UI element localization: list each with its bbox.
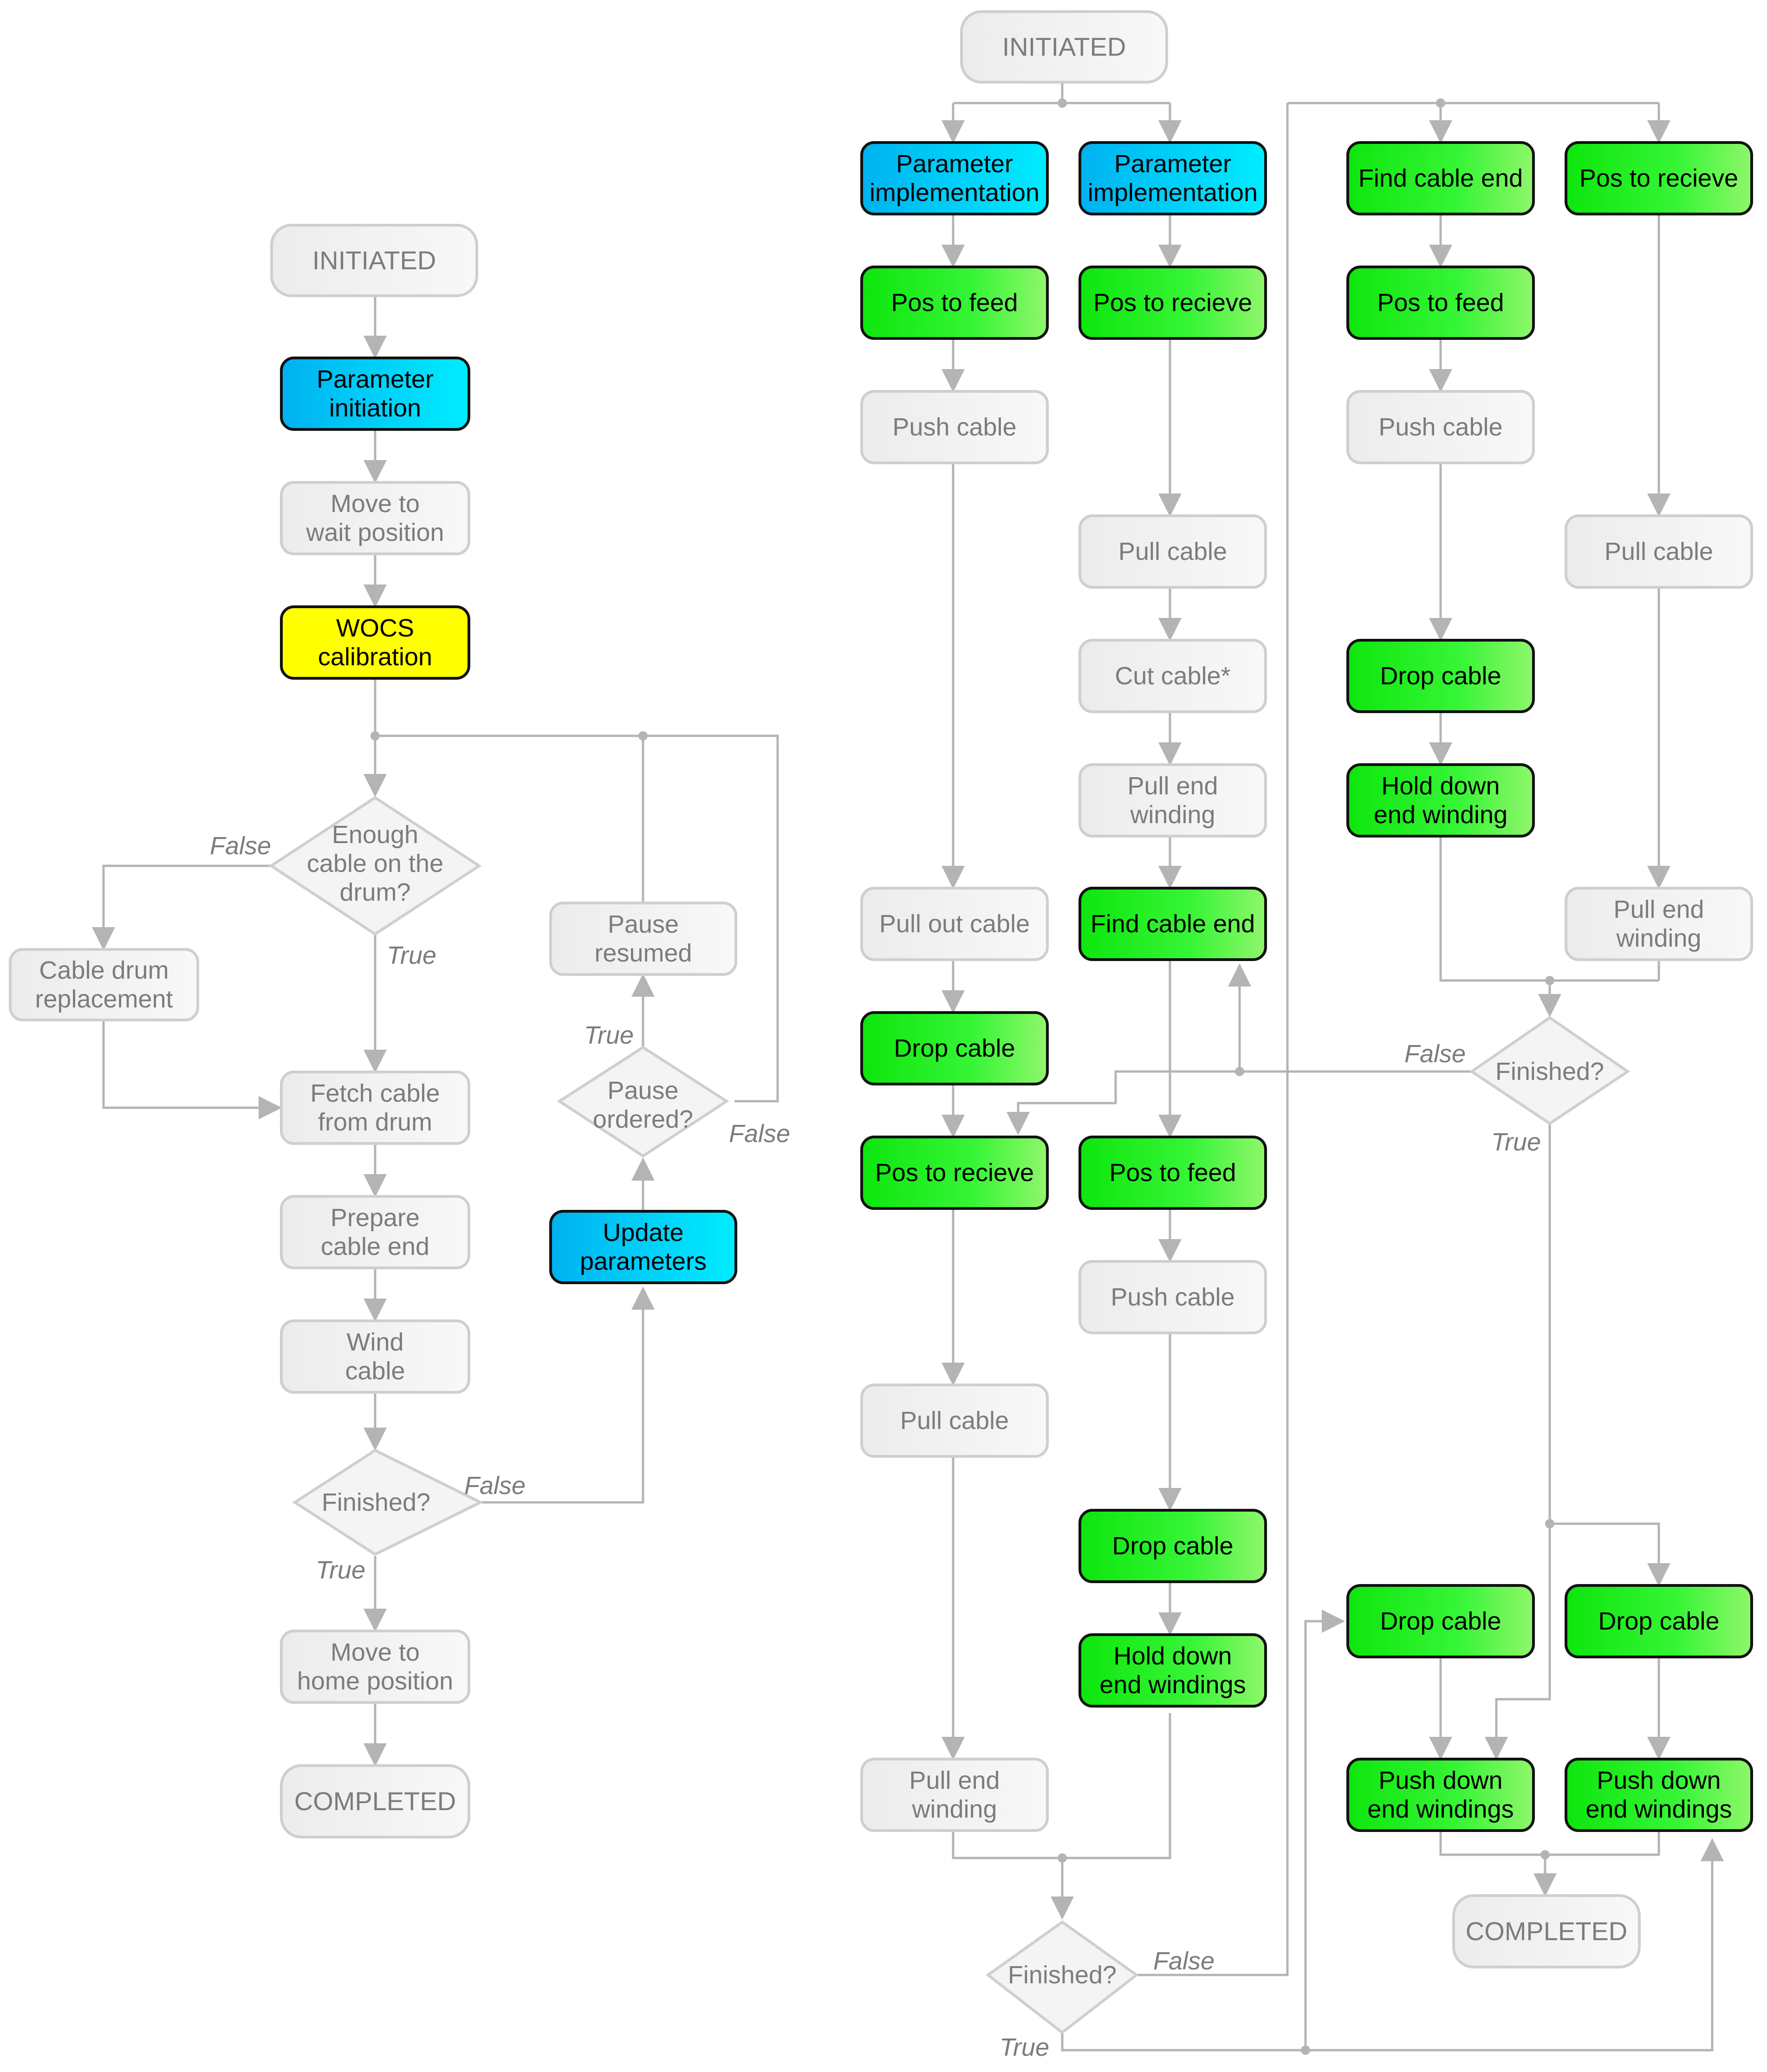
- col2-pos-to-recieve-node: Pos to recieve: [1078, 266, 1267, 340]
- col2-pos-to-feed-node: Pos to feed: [1078, 1136, 1267, 1210]
- decision-bottom-finished-text: Finished?: [1007, 1961, 1117, 1989]
- parameter-implementation-node-1: Parameter implementation: [860, 141, 1049, 215]
- decision-mid-finished-text: Finished?: [1495, 1058, 1605, 1085]
- label-true-mid-finished: True: [1491, 1128, 1541, 1156]
- move-to-home-position-node: Move to home position: [280, 1630, 470, 1704]
- label-false-mid-finished: False: [1404, 1040, 1466, 1068]
- col2-hold-down-end-windings-node: Hold down end windings: [1078, 1633, 1267, 1708]
- col3-find-cable-end-node: Find cable end: [1346, 141, 1535, 215]
- update-parameters-node: Update parameters: [549, 1210, 737, 1284]
- col3-pos-to-feed-node: Pos to feed: [1346, 266, 1535, 340]
- col3-push-cable-node: Push cable: [1346, 390, 1535, 464]
- right-completed-node: COMPLETED: [1452, 1894, 1641, 1968]
- label-true-bottom-finished: True: [1000, 2033, 1050, 2061]
- col2-find-cable-end-node: Find cable end: [1078, 887, 1267, 961]
- col2-cut-cable-node: Cut cable*: [1078, 639, 1267, 713]
- decision-bottom-finished-shape: [985, 1920, 1139, 2034]
- left-initiated-node: INITIATED: [270, 224, 478, 297]
- wind-cable-node: Wind cable: [280, 1319, 470, 1394]
- col2-pull-cable-node: Pull cable: [1078, 514, 1267, 589]
- fetch-cable-node: Fetch cable from drum: [280, 1071, 470, 1145]
- decision-pause-ordered-shape: [557, 1046, 729, 1158]
- col4-pull-end-winding-node: Pull end winding: [1565, 887, 1753, 961]
- cable-drum-replacement-node: Cable drum replacement: [9, 948, 199, 1021]
- col1-pull-end-winding-node: Pull end winding: [860, 1758, 1049, 1832]
- col1-pos-to-recieve-node: Pos to recieve: [860, 1136, 1049, 1210]
- col2-pull-end-winding-node: Pull end winding: [1078, 763, 1267, 838]
- right-initiated-node: INITIATED: [960, 10, 1168, 84]
- label-false-enough: False: [210, 832, 272, 860]
- parameter-initiation-node: Parameter initiation: [280, 357, 470, 431]
- label-false-bottom-finished: False: [1153, 1947, 1215, 1975]
- label-false-pause: False: [729, 1120, 791, 1148]
- label-true-left-finished: True: [316, 1556, 366, 1584]
- col1-drop-cable-node: Drop cable: [860, 1011, 1049, 1085]
- pause-resumed-node: Pause resumed: [549, 902, 737, 976]
- col4-push-down-end-windings-node: Push down end windings: [1565, 1758, 1753, 1832]
- col3-push-down-end-windings-node: Push down end windings: [1346, 1758, 1535, 1832]
- wocs-calibration-node: WOCS calibration: [280, 605, 470, 680]
- col4-pull-cable-node: Pull cable: [1565, 514, 1753, 589]
- prepare-cable-end-node: Prepare cable end: [280, 1195, 470, 1269]
- col2-drop-cable-node: Drop cable: [1078, 1509, 1267, 1583]
- decision-pause-ordered-text: Pause ordered?: [592, 1077, 694, 1133]
- col4-drop-cable-bottom-node: Drop cable: [1565, 1584, 1753, 1658]
- col1-pos-to-feed-node: Pos to feed: [860, 266, 1049, 340]
- decision-enough-cable-shape: [268, 796, 482, 936]
- label-true-pause: True: [584, 1021, 634, 1049]
- decision-enough-cable-text: Enough cable on the drum?: [306, 821, 444, 906]
- decision-left-finished-shape: [292, 1448, 484, 1556]
- move-to-wait-position-node: Move to wait position: [280, 481, 470, 555]
- left-completed-node: COMPLETED: [280, 1764, 470, 1838]
- col1-push-cable-node: Push cable: [860, 390, 1049, 464]
- col3-drop-cable-bottom-node: Drop cable: [1346, 1584, 1535, 1658]
- col2-push-cable-node: Push cable: [1078, 1260, 1267, 1334]
- decision-mid-finished-shape: [1469, 1016, 1631, 1125]
- label-false-left-finished: False: [464, 1472, 526, 1500]
- col3-hold-down-end-winding-node: Hold down end winding: [1346, 763, 1535, 838]
- label-true-enough: True: [387, 942, 437, 969]
- parameter-implementation-node-2: Parameter implementation: [1078, 141, 1267, 215]
- col1-pull-out-cable-node: Pull out cable: [860, 887, 1049, 961]
- col1-pull-cable-node: Pull cable: [860, 1383, 1049, 1458]
- col4-pos-to-recieve-node: Pos to recieve: [1565, 141, 1753, 215]
- col3-drop-cable-node: Drop cable: [1346, 639, 1535, 713]
- decision-left-finished-text: Finished?: [321, 1488, 431, 1516]
